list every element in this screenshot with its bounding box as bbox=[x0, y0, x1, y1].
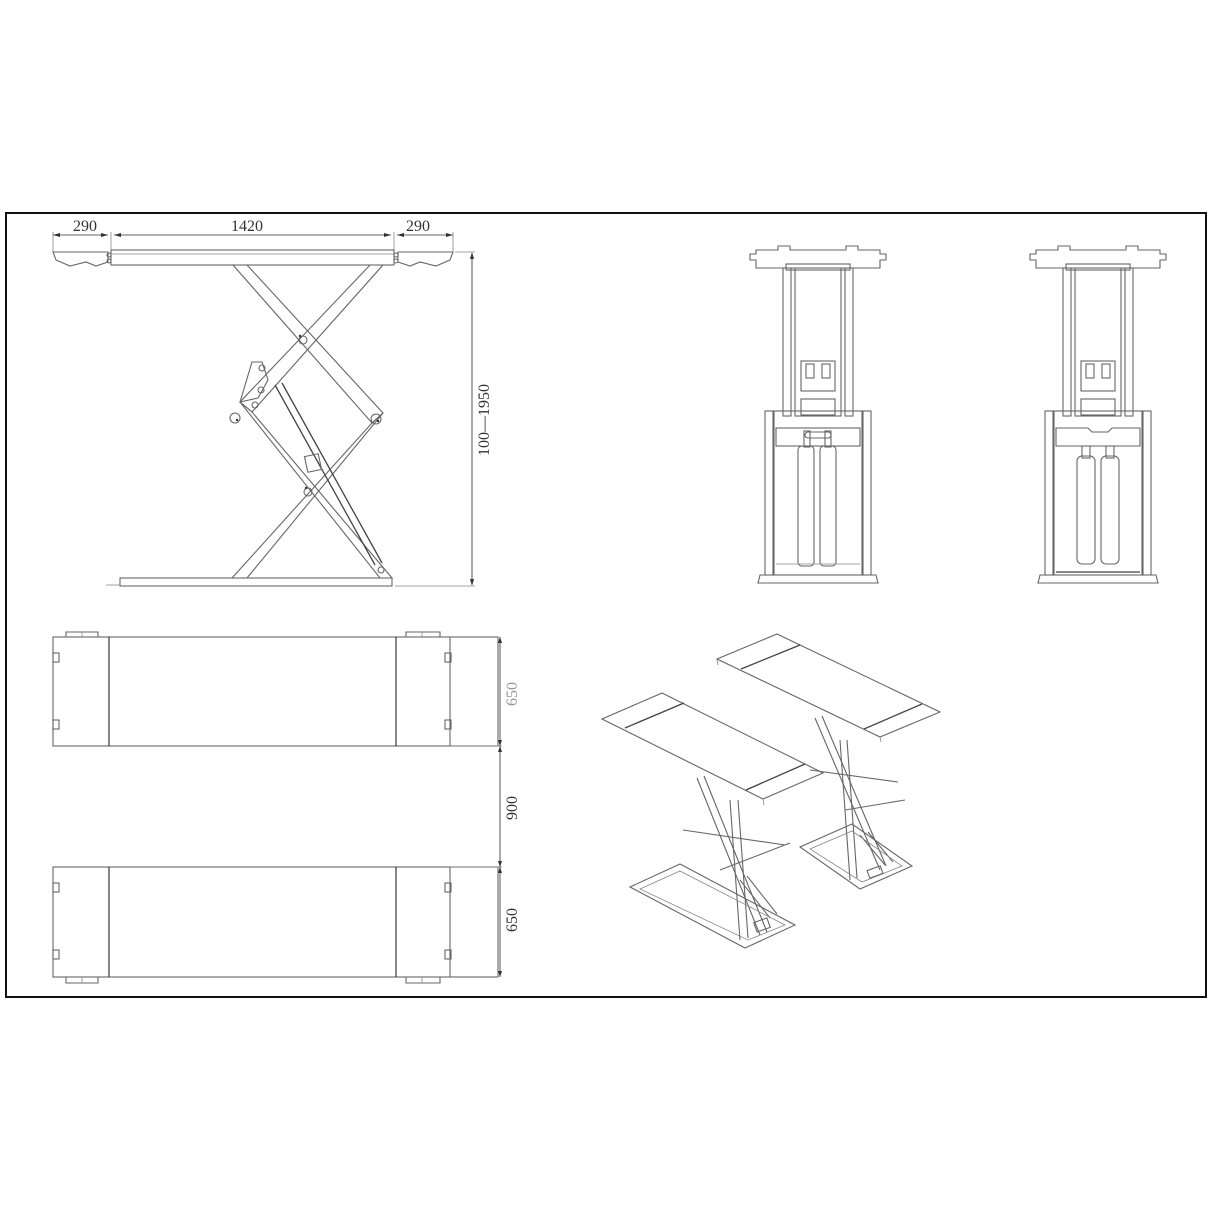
dim-left-ramp-label: 290 bbox=[73, 218, 97, 235]
iso-platform-rear bbox=[715, 633, 942, 743]
side-view: 290 1420 290 bbox=[52, 218, 493, 587]
dim-platform-width-2-label: 650 bbox=[504, 908, 521, 932]
iso-platform-front bbox=[600, 692, 825, 806]
dim-platform-width-1-label: 650 bbox=[504, 682, 521, 706]
dim-right-ramp-label: 290 bbox=[406, 218, 430, 235]
iso-scissor-rear bbox=[809, 715, 906, 881]
right-ramp bbox=[397, 251, 454, 267]
dim-platform-gap-label: 900 bbox=[504, 796, 521, 820]
scissor-arms bbox=[230, 264, 394, 579]
isometric-view bbox=[600, 633, 942, 949]
iso-base-rear bbox=[798, 823, 914, 890]
plan-platform-1 bbox=[52, 631, 499, 747]
dim-platform-length-label: 1420 bbox=[231, 218, 263, 235]
top-dimension-lines bbox=[52, 232, 454, 252]
plan-view: 650 900 650 bbox=[52, 631, 521, 984]
plan-platform-2 bbox=[52, 866, 499, 984]
platform-beam bbox=[110, 249, 395, 266]
pivot-points bbox=[229, 334, 385, 574]
dim-lift-height-label: 100—1950 bbox=[476, 384, 493, 456]
end-view-b bbox=[1029, 245, 1167, 584]
drawing-border bbox=[5, 212, 1207, 998]
iso-scissor-front bbox=[682, 775, 791, 941]
end-view-a bbox=[749, 245, 887, 584]
iso-base-front bbox=[628, 863, 797, 949]
left-ramp bbox=[52, 251, 109, 267]
height-dimension-lines bbox=[395, 251, 475, 587]
plan-dimension-lines bbox=[450, 637, 502, 977]
base-frame bbox=[119, 577, 393, 587]
